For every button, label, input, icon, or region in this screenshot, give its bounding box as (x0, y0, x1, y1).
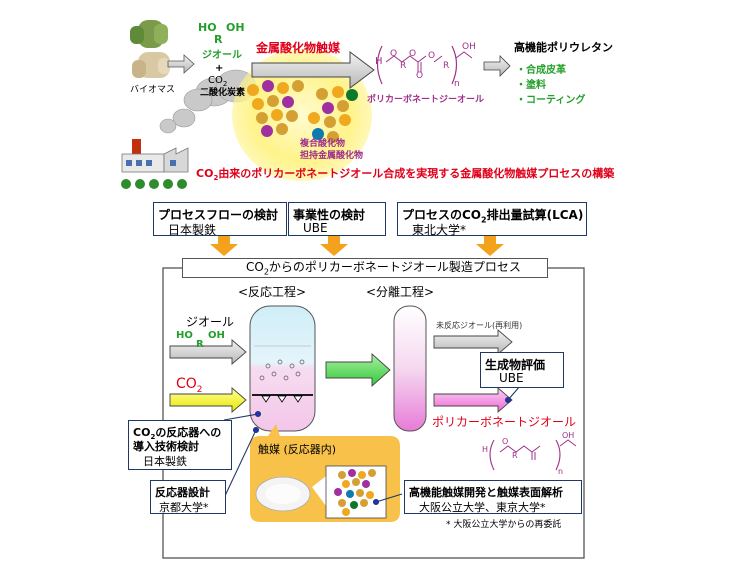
pc-o-process: O (502, 437, 509, 446)
pc-r1: R (400, 61, 407, 71)
product-item-2: ・塗料 (516, 80, 546, 91)
study-process-flow: プロセスフローの検討 日本製鉄 (153, 202, 287, 237)
co2-name: 二酸化炭素 (200, 88, 246, 98)
transfer-arrow (325, 352, 391, 388)
catalyst-title: 触媒 (反応器内) (258, 443, 337, 456)
pc-o1: O (390, 49, 398, 59)
product-out-arrow (433, 387, 513, 413)
product-title: 高機能ポリウレタン (514, 41, 613, 54)
callout-co2-intro-line1: CO2の反応器への (133, 426, 222, 442)
pc-h-process: H (482, 445, 489, 454)
callout-co2-intro-line2: 導入技術検討 (133, 440, 199, 453)
pc-oh: OH (462, 42, 476, 52)
pc-label-top: ポリカーボネートジーオール (367, 95, 485, 105)
callout-product-eval-org: UBE (499, 371, 524, 385)
co2-label-top: CO2 (208, 75, 228, 88)
pc-oh-process: OH (562, 431, 575, 440)
gas-bubbles (259, 359, 305, 381)
plus-sign: + (215, 63, 224, 74)
pc-h: H (375, 56, 383, 67)
unreacted-label: 未反応ジオール(再利用) (436, 321, 523, 330)
study-process-flow-org: 日本製鉄 (168, 223, 217, 237)
diol-formula-r: R (214, 33, 223, 46)
callout-catalyst-dev: 高機能触媒開発と触媒表面解析 大阪公立大学、東京大学* (404, 480, 582, 514)
diol-label-top: ジオール (202, 50, 242, 61)
study-lca: プロセスのCO2排出量試算(LCA) 東北大学* (397, 202, 587, 237)
product-arrow (483, 55, 511, 77)
diol-r-process: R (196, 339, 204, 350)
pc-n-process: n (558, 467, 564, 476)
product-item-1: ・合成皮革 (516, 65, 566, 76)
composite-oxide-label: 複合酸化物 (300, 139, 346, 149)
catalyst-label: 金属酸化物触媒 (256, 41, 341, 55)
pc-o4: O (428, 51, 436, 61)
callout-co2-intro: CO2の反応器への 導入技術検討 日本製鉄 (128, 420, 232, 470)
pc-r-process: R (512, 451, 518, 460)
callout-reactor-title: 反応器設計 (155, 486, 210, 499)
reaction-step-label: <反応工程> (238, 285, 307, 299)
pc-o3: O (416, 71, 424, 81)
diol-ho-process: HO (176, 330, 193, 341)
pc-bracket-right (451, 45, 458, 85)
process-title: CO2からのポリカーボネートジオール製造プロセス (246, 260, 521, 277)
co2-label-process: CO2 (176, 376, 203, 395)
product-item-3: ・コーティング (516, 95, 586, 106)
callout-product-eval-title: 生成物評価 (485, 358, 546, 372)
study-process-flow-title: プロセスフローの検討 (158, 208, 279, 222)
study-lca-title: プロセスのCO2排出量試算(LCA) (402, 208, 584, 225)
callout-product-eval: 生成物評価 UBE (480, 352, 564, 388)
product-label-process: ポリカーボネートジオール (432, 415, 577, 429)
process-title-box (182, 258, 548, 278)
pc-n: n (454, 79, 460, 89)
diol-label-process: ジオール (186, 315, 235, 329)
catalyst-arrow (251, 51, 375, 89)
factory-icon (121, 135, 189, 189)
study-feasibility: 事業性の検討 UBE (288, 202, 386, 236)
callout-catalyst-dev-org: 大阪公立大学、東京大学* (419, 501, 546, 514)
study-lca-org: 東北大学* (412, 223, 467, 237)
callout-catalyst-dev-title: 高機能触媒開発と触媒表面解析 (409, 486, 563, 499)
co2-feed-arrow (169, 387, 247, 413)
headline: CO2由来のポリカーボネートジオール合成を実現する金属酸化物触媒プロセスの構築 (196, 167, 615, 183)
catalyst-particles-inset (334, 469, 376, 516)
unreacted-arrow (433, 329, 513, 355)
diol-formula-oh: OH (226, 21, 245, 34)
nozzle-triangles (261, 395, 303, 403)
footnote: * 大阪公立大学からの再委託 (446, 520, 562, 530)
callout-reactor: 反応器設計 京都大学* (150, 480, 226, 514)
catalyst-particles-top (247, 80, 358, 143)
pc-bonds (385, 51, 473, 72)
pc-r2: R (443, 61, 450, 71)
biomass-plant-icon (130, 20, 170, 78)
study-feasibility-org: UBE (303, 221, 328, 235)
biomass-label: バイオマス (130, 85, 176, 95)
diol-feed-arrow (169, 339, 247, 365)
separation-step-label: <分離工程> (366, 285, 435, 299)
diol-formula-ho: HO (198, 21, 217, 34)
biomass-arrow (167, 54, 195, 74)
study-feasibility-title: 事業性の検討 (293, 208, 366, 222)
pc-bracket-left (376, 45, 383, 85)
callout-co2-intro-org: 日本製鉄 (143, 455, 187, 468)
supported-oxide-label: 担持金属酸化物 (300, 151, 364, 161)
diol-oh-process: OH (208, 330, 225, 341)
down-arrow-1 (210, 236, 238, 256)
down-arrow-3 (476, 236, 504, 256)
pc-o2: O (409, 49, 417, 59)
separator-column (393, 305, 427, 432)
callout-reactor-org: 京都大学* (159, 501, 209, 514)
down-arrow-2 (320, 236, 348, 256)
